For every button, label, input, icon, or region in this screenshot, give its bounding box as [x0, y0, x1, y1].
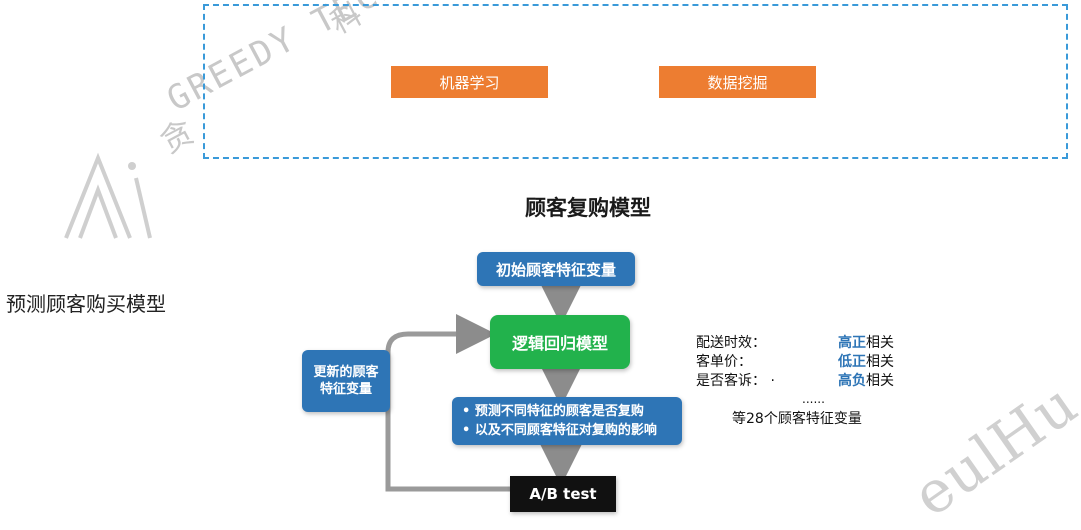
tag-machine-learning: 机器学习 [391, 66, 548, 98]
diagram-title: 顾客复购模型 [525, 196, 651, 220]
feature-more: 等28个顾客特征变量 [732, 411, 862, 427]
feature-correlation: 低正 [838, 354, 866, 370]
feature-name: 配送时效： [696, 335, 766, 351]
prediction-line1: • 预测不同特征的顾客是否复购 [462, 404, 644, 419]
updated-features-line2: 特征变量 [319, 382, 372, 397]
updated-features-box: 更新的顾客 特征变量 [302, 350, 390, 412]
initial-features-box: 初始顾客特征变量 [477, 252, 635, 286]
feature-suffix: 相关 [866, 335, 894, 351]
side-label: 预测顾客购买模型 [6, 292, 166, 316]
tag-data-mining: 数据挖掘 [659, 66, 816, 98]
dashed-region [203, 4, 1068, 159]
watermark-logo-icon [64, 152, 152, 239]
ab-test-box: A/B test [510, 476, 616, 512]
updated-features-line1: 更新的顾客 [313, 365, 379, 380]
feature-suffix: 相关 [866, 373, 894, 389]
logistic-regression-box: 逻辑回归模型 [490, 315, 630, 369]
feature-ellipsis: ...... [802, 392, 825, 406]
prediction-line2: • 以及不同顾客特征对复购的影响 [462, 423, 657, 438]
feature-suffix: 相关 [866, 354, 894, 370]
feature-correlation: 高正 [838, 335, 866, 351]
prediction-box: • 预测不同特征的顾客是否复购 • 以及不同顾客特征对复购的影响 [452, 397, 682, 445]
feature-name: 客单价： [696, 354, 752, 370]
feature-name: 是否客诉： · [696, 373, 775, 389]
feature-correlation: 高负 [838, 373, 866, 389]
